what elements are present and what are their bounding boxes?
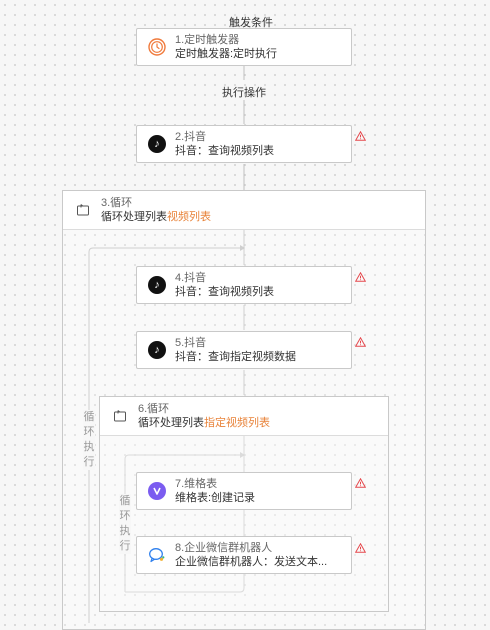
loop-list-highlight: 视频列表	[167, 211, 211, 223]
node-description: 企业微信群机器人：发送文本...	[175, 556, 328, 568]
loop-header[interactable]: 6.循环 循环处理列表指定视频列表	[100, 397, 388, 436]
node-title: 7.维格表	[175, 478, 218, 490]
node-title: 4.抖音	[175, 272, 207, 284]
loop-description: 循环处理列表指定视频列表	[138, 417, 270, 429]
flow-node-douyin-video-data[interactable]: ♪ 5.抖音 抖音：查询指定视频数据	[136, 331, 352, 369]
warning-icon[interactable]	[355, 272, 366, 282]
node-description: 定时触发器:定时执行	[175, 48, 278, 60]
flow-node-wecom-bot[interactable]: 8.企业微信群机器人 企业微信群机器人：发送文本...	[136, 536, 352, 574]
flow-node-douyin-query[interactable]: ♪ 2.抖音 抖音：查询视频列表	[136, 125, 352, 163]
flow-node-timer-trigger[interactable]: 1.定时触发器 定时触发器:定时执行	[136, 28, 352, 66]
tiktok-icon: ♪	[148, 276, 166, 294]
wecom-bot-icon	[148, 546, 166, 564]
tiktok-icon: ♪	[148, 135, 166, 153]
loop-title: 3.循环	[101, 197, 133, 209]
warning-icon[interactable]	[355, 337, 366, 347]
node-title: 8.企业微信群机器人	[175, 542, 273, 554]
action-section-label: 执行操作	[222, 87, 266, 99]
node-description: 抖音：查询视频列表	[175, 286, 274, 298]
trigger-section-label: 触发条件	[229, 17, 273, 29]
node-description: 维格表:创建记录	[175, 492, 256, 504]
warning-icon[interactable]	[355, 543, 366, 553]
clock-icon	[148, 38, 166, 56]
node-description: 抖音：查询视频列表	[175, 145, 274, 157]
flow-node-douyin-query-2[interactable]: ♪ 4.抖音 抖音：查询视频列表	[136, 266, 352, 304]
vika-icon	[148, 482, 166, 500]
warning-icon[interactable]	[355, 131, 366, 141]
warning-icon[interactable]	[355, 478, 366, 488]
loop-icon	[75, 202, 91, 218]
loop-execute-label: 循环执行	[83, 410, 95, 470]
tiktok-icon: ♪	[148, 341, 166, 359]
loop-title: 6.循环	[138, 403, 170, 415]
flow-node-vika-create[interactable]: 7.维格表 维格表:创建记录	[136, 472, 352, 510]
node-title: 2.抖音	[175, 131, 207, 143]
loop-icon	[112, 408, 128, 424]
loop-description: 循环处理列表视频列表	[101, 211, 211, 223]
node-title: 5.抖音	[175, 337, 207, 349]
loop-list-highlight: 指定视频列表	[204, 417, 270, 429]
node-title: 1.定时触发器	[175, 34, 240, 46]
loop-execute-label: 循环执行	[119, 494, 131, 554]
loop-header[interactable]: 3.循环 循环处理列表视频列表	[63, 191, 425, 230]
node-description: 抖音：查询指定视频数据	[175, 351, 296, 363]
